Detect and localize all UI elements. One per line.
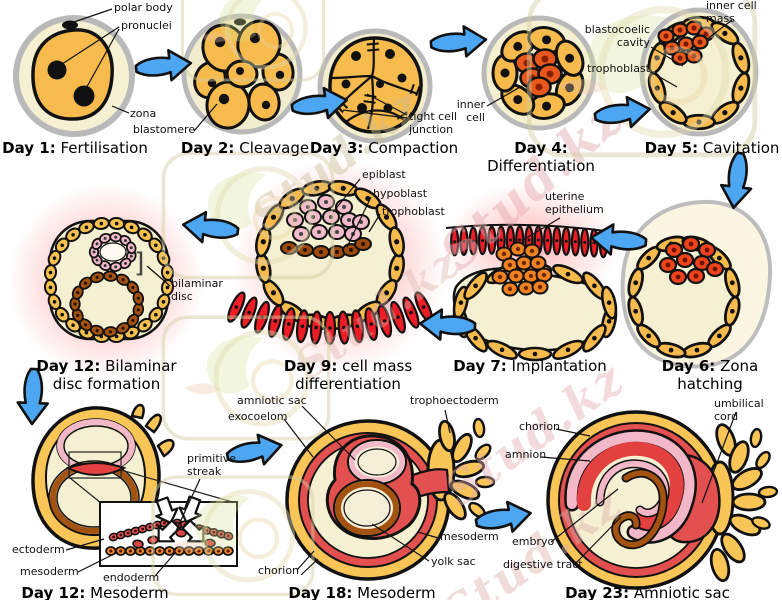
endoderm-row xyxy=(105,546,234,556)
figure-day12-bilaminar xyxy=(28,203,188,361)
caption-day7: Day 7: Implantation xyxy=(453,357,607,375)
label-mesoderm-day12: mesoderm xyxy=(20,565,79,578)
label-trophoblast-day5: trophoblast xyxy=(587,62,650,75)
label-pronuclei: pronuclei xyxy=(121,19,172,32)
amniotic-sac xyxy=(349,441,405,483)
label-epiblast: epiblast xyxy=(362,168,406,181)
flame xyxy=(130,403,145,420)
label-bilaminar-disc: bilaminar disc xyxy=(171,277,223,303)
figure-day5-cavitation xyxy=(636,6,766,140)
zoom-marker xyxy=(68,451,122,479)
label-chorion-day23: chorion xyxy=(519,420,561,433)
polar-body xyxy=(234,18,246,26)
pronucleus xyxy=(73,85,95,107)
figure-day6-zona-hatching xyxy=(612,190,782,370)
caption-day18: Day 18: Mesoderm spreading xyxy=(288,584,436,600)
flame xyxy=(144,413,163,434)
label-embryo: embryo xyxy=(512,535,555,548)
label-chorion-day18: chorion xyxy=(258,564,300,577)
figure-day2-cleavage xyxy=(180,10,306,140)
caption-day2: Day 2: Cleavage xyxy=(180,139,310,157)
arrow-day9-day12 xyxy=(180,208,241,248)
label-digestive-tract: digestive tract xyxy=(503,558,583,571)
inner-cell-mass xyxy=(658,235,725,286)
flame xyxy=(156,439,175,458)
label-uterine-epithelium: uterine epithelium xyxy=(545,190,604,216)
label-yolk-sac: yolk sac xyxy=(431,555,476,568)
caption-day6: Day 6: Zona hatching xyxy=(661,357,759,394)
label-tight-cell-junction: tight cell junction xyxy=(409,110,458,136)
label-exocoelom: exocoelom xyxy=(228,410,288,423)
label-inner-cell: inner cell xyxy=(456,98,485,124)
label-trophoblast-day9: trophoblast xyxy=(382,205,445,218)
label-blastomere: blastomere xyxy=(133,123,196,136)
label-zona: zona xyxy=(130,107,157,120)
caption-day5: Day 5: Cavitation xyxy=(644,139,780,157)
label-amnion: amnion xyxy=(505,448,547,461)
embryo-fold xyxy=(597,460,669,516)
figure-day7-implantation xyxy=(438,192,620,362)
streak-lens xyxy=(65,462,127,476)
label-umbilical-cord: umbilical cord xyxy=(714,397,764,423)
digestive-tract-curl xyxy=(613,470,666,548)
arrow-day3-day4 xyxy=(428,23,489,61)
label-ectoderm: ectoderm xyxy=(12,543,65,556)
label-primitive-streak: primitive streak xyxy=(187,452,236,478)
cytoplasm xyxy=(31,28,114,121)
label-amniotic-sac: amniotic sac xyxy=(237,394,307,407)
caption-day12-bilaminar: Day 12: Bilaminar disc formation xyxy=(36,357,177,394)
caption-day9: Day 9: cell mass differentiation xyxy=(283,357,413,394)
pronucleus xyxy=(47,60,67,80)
caption-day23: Day 23: Amniotic sac enlargment xyxy=(565,584,730,600)
label-endoderm: endoderm xyxy=(103,571,160,584)
caption-day4: Day 4: Differentiation xyxy=(487,139,595,176)
label-mesoderm-day18: mesoderm xyxy=(440,530,499,543)
invading-cells xyxy=(491,241,553,297)
label-polar-body: polar body xyxy=(114,1,173,14)
polar-body xyxy=(62,20,78,30)
caption-day1: Day 1: Fertilisation xyxy=(2,139,148,157)
caption-day3: Day 3: Compaction xyxy=(309,139,459,157)
label-inner-cell-mass: inner cell mass xyxy=(706,0,757,25)
caption-day12-mesoderm: Day 12: Mesoderm formation xyxy=(21,584,169,600)
label-hypoblast: hypoblast xyxy=(373,187,428,200)
label-trophoectoderm: trophoectoderm xyxy=(410,394,499,407)
label-blastocoelic-cavity: blastocoelic cavity xyxy=(584,23,650,49)
yolk-sac xyxy=(335,481,399,535)
